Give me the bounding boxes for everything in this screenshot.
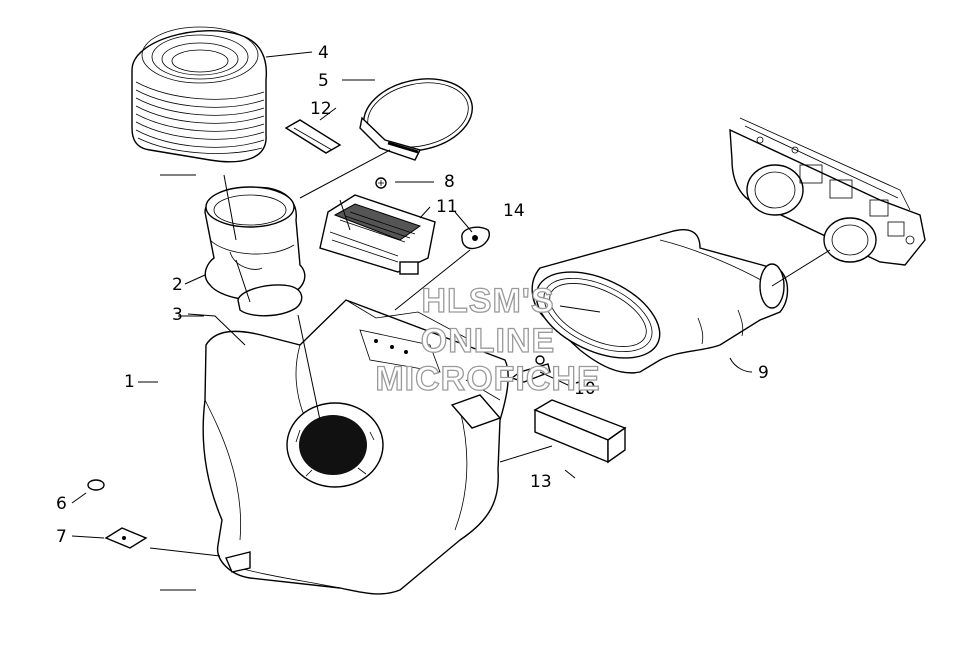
callout-9: 9 [758, 363, 769, 383]
watermark: HLSM'S ONLINE MICROFICHE [375, 281, 601, 398]
watermark-line-2: ONLINE [421, 322, 555, 360]
callout-13: 13 [530, 472, 552, 492]
callout-8: 8 [444, 172, 455, 192]
callout-2: 2 [172, 275, 183, 295]
corrugated-boot [131, 26, 268, 163]
air-box [202, 299, 509, 595]
callout-11: 11 [436, 197, 458, 217]
small-plate [284, 119, 342, 154]
leader-lines [71, 51, 831, 591]
callout-4: 4 [318, 43, 329, 63]
clamp-ring [359, 78, 473, 161]
callout-6: 6 [56, 494, 67, 514]
callout-10: 10 [574, 379, 596, 399]
carburetor-assembly [729, 117, 926, 266]
intake-duct [531, 229, 789, 374]
callout-3: 3 [172, 305, 183, 325]
watermark-line-3: MICROFICHE [375, 360, 600, 398]
callout-7: 7 [56, 527, 67, 547]
callout-5: 5 [318, 71, 329, 91]
intake-adapter [204, 186, 306, 301]
callout-14: 14 [503, 201, 525, 221]
callout-1: 1 [124, 372, 135, 392]
callout-12: 12 [310, 99, 332, 119]
bolt [510, 355, 551, 383]
gasket [237, 284, 303, 317]
foam-block [533, 399, 627, 464]
watermark-line-1: HLSM'S [421, 282, 554, 320]
screw [375, 177, 387, 189]
bracket [104, 527, 148, 549]
clip [461, 226, 490, 250]
callout-labels: 1 2 3 4 5 6 7 8 9 10 11 12 13 14 [56, 43, 769, 547]
grommet [87, 479, 105, 491]
valve-block [319, 194, 436, 275]
